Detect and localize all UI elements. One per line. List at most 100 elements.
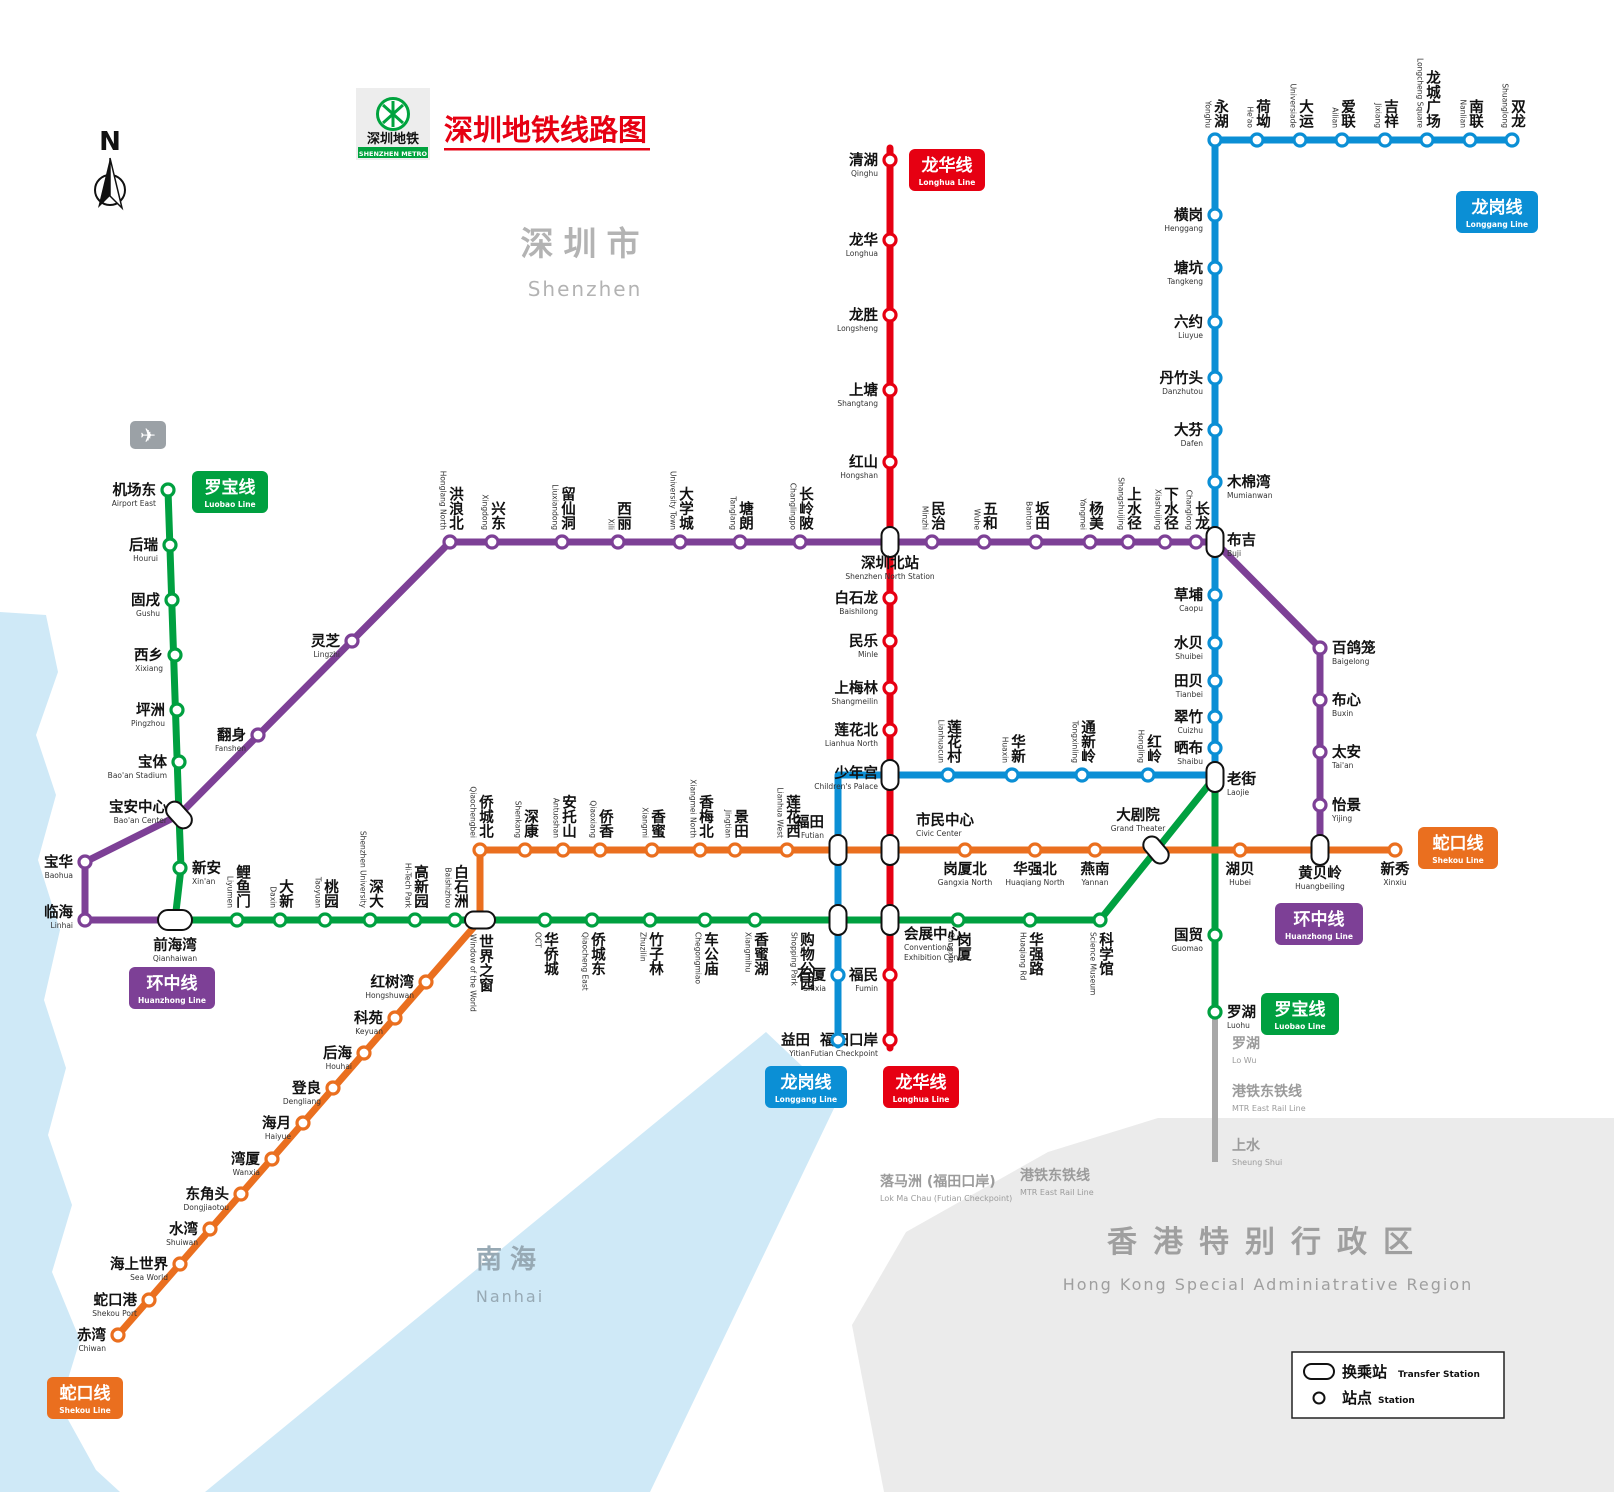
mtr-label-en: Sheung Shui	[1232, 1158, 1282, 1167]
station-sea-world	[172, 1256, 188, 1272]
map-shape: 会展中心	[904, 925, 962, 943]
station-label: 世界之窗	[477, 933, 493, 994]
line-badge-zh: 蛇口线	[60, 1383, 111, 1404]
map-shape: Baishilong	[839, 607, 878, 616]
station-qiaoxiang	[592, 842, 608, 858]
map-shape: Longhua	[846, 249, 878, 258]
line-badge-zh: 环中线	[147, 973, 198, 994]
map-shape: 科苑	[354, 1009, 383, 1027]
map-shape: 黄贝岭	[1298, 864, 1342, 882]
metro-logo-glyph-icon	[381, 101, 405, 127]
station-tangkeng	[1207, 260, 1223, 276]
station-lianhuacun	[940, 767, 956, 783]
station-liuxiandong	[554, 534, 570, 550]
station-label-en: Wuhe	[973, 509, 982, 531]
station-hongshan	[882, 454, 898, 470]
station-label-en: Lianhuacun	[937, 720, 946, 764]
map-shape: Grand Theater	[1111, 824, 1166, 833]
map-shape: Shixia	[803, 984, 826, 993]
map-shape: 丹竹头	[1160, 369, 1204, 387]
transfer-station-shenzhen-north-station	[880, 526, 900, 558]
map-shape: 福田	[794, 813, 824, 831]
station-shangshuijing	[1120, 534, 1136, 550]
station-label: 华新	[1009, 733, 1025, 765]
map-shape: Shenzhen North Station	[845, 572, 935, 581]
map-shape: 横岗	[1174, 206, 1203, 224]
map-shape: 海上世界	[110, 1255, 168, 1273]
map-shape: Linhai	[51, 921, 73, 930]
station-yitian	[830, 1032, 846, 1048]
station-shuanglong	[1504, 132, 1520, 148]
transfer-station-grand-theater	[1142, 835, 1170, 865]
station-nanlian	[1462, 132, 1478, 148]
station-label: 高新园	[412, 863, 428, 909]
station-label-en: Xiashuijing	[1154, 489, 1163, 530]
transfer-station-convention	[880, 904, 900, 936]
map-shape: Bao'an Center	[114, 816, 168, 825]
transfer-station-huangbeiling	[1310, 834, 1330, 866]
station-hourui	[162, 537, 178, 553]
region-label-en: Hong Kong Special Adminiatrative Region	[1063, 1275, 1474, 1294]
map-shape: 固戌	[131, 591, 160, 609]
station-qiaocheng-east	[584, 912, 600, 928]
station-shangtang	[882, 382, 898, 398]
airplane-icon: ✈	[140, 425, 156, 447]
station-changlong	[1188, 534, 1204, 550]
station-label-en: Baishizhou	[444, 867, 453, 908]
metro-logo-zh: 深圳地铁	[367, 131, 419, 147]
line-badge-en: Longhua Line	[893, 1095, 950, 1104]
map-shape: Yitian	[788, 1049, 810, 1058]
legend-station-zh: 站点	[1342, 1389, 1372, 1407]
mtr-label-en: MTR East Rail Line	[1232, 1104, 1306, 1113]
station-zhuzilin	[642, 912, 658, 928]
station-label: 车公庙	[702, 931, 718, 977]
station-label-en: Liuxiandong	[551, 484, 560, 530]
station-shenkang	[517, 842, 533, 858]
station-label-en: Science Museum	[1089, 932, 1098, 995]
transfer-station-laojie	[1205, 761, 1225, 793]
station-label: 莲花村	[945, 718, 961, 764]
station-label-en: Liyumen	[226, 876, 235, 908]
map-shape: Houhai	[326, 1062, 352, 1071]
map-shape: 百鸽笼	[1332, 639, 1376, 657]
station-fumin	[882, 967, 898, 983]
station-tanglang	[732, 534, 748, 550]
transfer-station-futian	[828, 834, 848, 866]
map-shape: Futian	[801, 831, 824, 840]
station-wuhe	[976, 534, 992, 550]
station-changlingpo	[792, 534, 808, 550]
line-path-huanzhong	[81, 538, 1324, 924]
station-label-en: Longcheng Square	[1416, 58, 1425, 128]
map-shape: Tangkeng	[1166, 277, 1203, 286]
transfer-station-shopping-park	[828, 904, 848, 936]
map-shape: 蛇口港	[94, 1291, 138, 1309]
map-shape: 机场东	[113, 481, 157, 499]
map-shape: Children's Palace	[814, 782, 878, 791]
station-label: 塘朗	[737, 500, 753, 532]
map-shape: 燕南	[1081, 860, 1110, 878]
station-chegongmiao	[697, 912, 713, 928]
map-shape: 西乡	[134, 647, 163, 664]
map-shape: Shangtang	[837, 399, 878, 408]
station-baishizhou	[447, 912, 463, 928]
map-shape: 湾厦	[231, 1150, 260, 1168]
station-yonghu	[1207, 132, 1223, 148]
page-title: 深圳地铁线路图	[444, 113, 647, 147]
station-liyumen	[229, 912, 245, 928]
